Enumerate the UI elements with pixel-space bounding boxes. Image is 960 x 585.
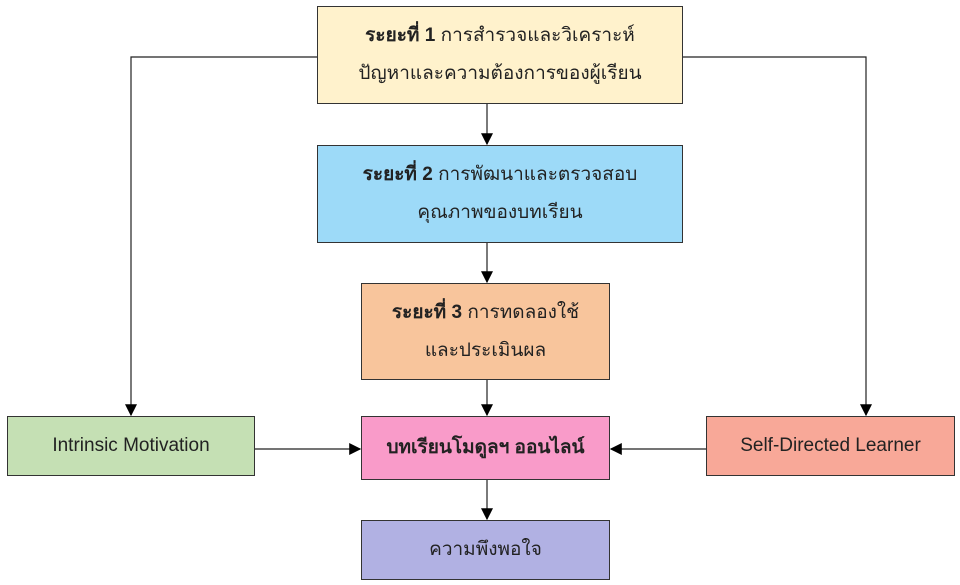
satisfaction-label: ความพึงพอใจ bbox=[429, 539, 542, 560]
intrinsic-motivation-label: Intrinsic Motivation bbox=[52, 435, 210, 456]
phase1-box: ระยะที่ 1 การสำรวจและวิเคราะห์ ปัญหาและค… bbox=[317, 6, 683, 104]
phase2-title: ระยะที่ 2 bbox=[362, 164, 433, 185]
phase3-line1: การทดลองใช้ bbox=[467, 301, 580, 323]
satisfaction-box: ความพึงพอใจ bbox=[361, 520, 610, 580]
intrinsic-motivation-box: Intrinsic Motivation bbox=[7, 416, 255, 476]
phase3-title: ระยะที่ 3 bbox=[391, 301, 463, 323]
phase3-box: ระยะที่ 3 การทดลองใช้ และประเมินผล bbox=[361, 283, 610, 380]
arrow-phase1-to-selfdirected bbox=[683, 56, 872, 417]
phase2-box: ระยะที่ 2 การพัฒนาและตรวจสอบ คุณภาพของบท… bbox=[317, 145, 683, 243]
phase1-title: ระยะที่ 1 bbox=[365, 25, 436, 46]
module-box: บทเรียนโมดูลฯ ออนไลน์ bbox=[361, 416, 610, 480]
phase3-line2: และประเมินผล bbox=[424, 339, 547, 361]
self-directed-learner-box: Self-Directed Learner bbox=[706, 416, 955, 476]
self-directed-learner-label: Self-Directed Learner bbox=[740, 435, 921, 456]
phase2-line2: คุณภาพของบทเรียน bbox=[417, 202, 583, 223]
phase2-line1: การพัฒนาและตรวจสอบ bbox=[438, 164, 638, 185]
arrow-phase1-to-intrinsic bbox=[125, 56, 317, 417]
module-label: บทเรียนโมดูลฯ ออนไลน์ bbox=[386, 437, 585, 458]
phase1-line1: การสำรวจและวิเคราะห์ bbox=[440, 25, 635, 46]
phase1-line2: ปัญหาและความต้องการของผู้เรียน bbox=[358, 63, 642, 84]
